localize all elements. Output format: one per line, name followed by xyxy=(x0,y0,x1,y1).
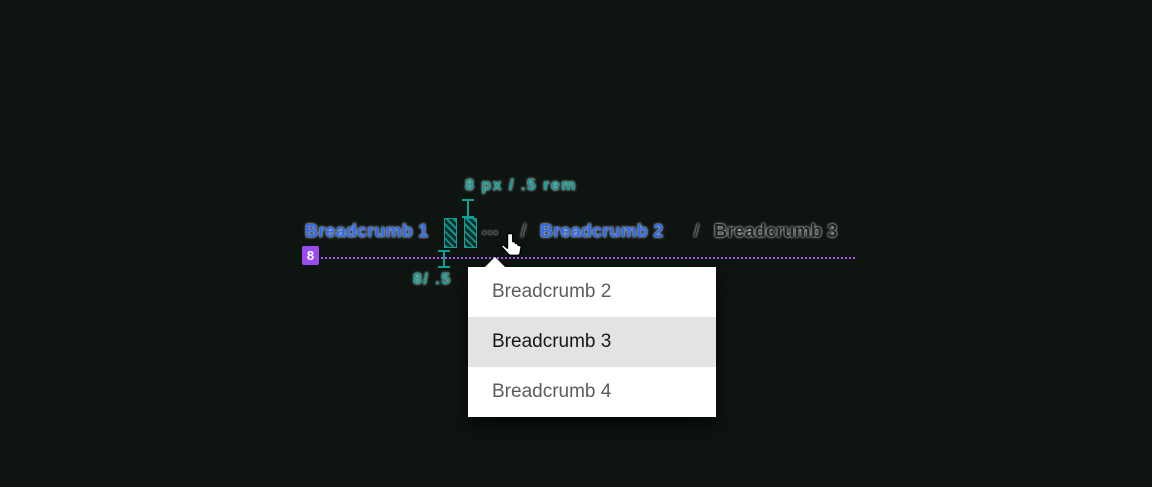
bottom-spacing-annotation: 8/ .5 xyxy=(413,271,452,288)
breadcrumb-overflow-trigger[interactable]: … xyxy=(481,218,500,238)
baseline-grid-line xyxy=(305,257,855,259)
measurement-tick-bottom-icon xyxy=(438,250,450,268)
breadcrumb-item-2[interactable]: Breadcrumb 2 xyxy=(540,221,664,241)
spacing-badge: 8 xyxy=(302,246,319,265)
menu-item-breadcrumb-3-selected[interactable]: Breadcrumb 3 xyxy=(468,317,716,367)
spacing-hatch-right xyxy=(464,218,477,248)
top-spacing-annotation: 8 px / .5 rem xyxy=(465,177,577,194)
breadcrumb-item-3-current: Breadcrumb 3 xyxy=(714,221,838,241)
breadcrumb-separator: / xyxy=(694,221,700,241)
breadcrumb-item-1[interactable]: Breadcrumb 1 xyxy=(305,221,429,241)
tick-stem xyxy=(467,199,469,218)
tick-cap xyxy=(438,266,450,268)
cursor-pointer-icon xyxy=(500,232,523,257)
menu-caret-icon xyxy=(484,257,506,268)
breadcrumb-separator: / xyxy=(521,221,527,241)
breadcrumb-overflow-menu: Breadcrumb 2 Breadcrumb 3 Breadcrumb 4 xyxy=(468,267,716,417)
spacing-hatch-left xyxy=(444,218,457,248)
menu-item-breadcrumb-2[interactable]: Breadcrumb 2 xyxy=(468,267,716,317)
measurement-tick-top-icon xyxy=(462,199,474,218)
tick-stem xyxy=(443,250,445,268)
tick-cap xyxy=(462,216,474,218)
menu-item-breadcrumb-4[interactable]: Breadcrumb 4 xyxy=(468,367,716,417)
